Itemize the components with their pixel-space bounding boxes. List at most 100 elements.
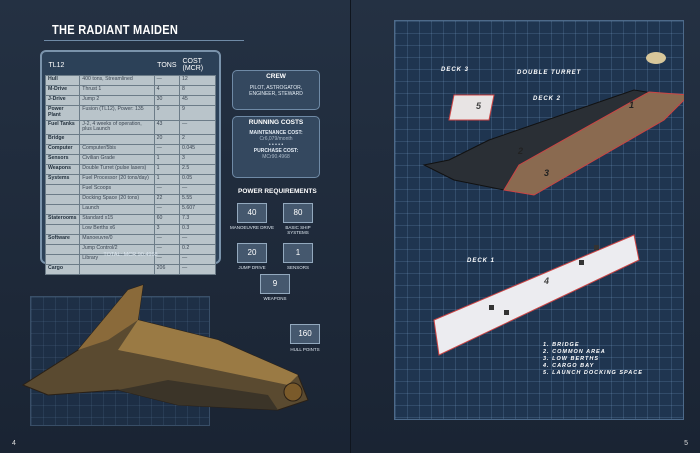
row-cost: 2 <box>179 134 216 146</box>
legend-item: 1. BRIDGE <box>543 342 580 348</box>
row-tons: 1 <box>153 164 181 176</box>
row-cost: 7.3 <box>179 214 216 226</box>
legend-item: 3. LOW BERTHS <box>543 356 599 362</box>
row-cost: 5.607 <box>179 204 216 216</box>
power-label: JUMP DRIVE <box>238 265 266 270</box>
marker-3: 3 <box>544 168 551 178</box>
legend-item: 2. COMMON AREA <box>543 349 606 355</box>
turret-shape <box>646 52 666 64</box>
row-spec: Jump 2 <box>79 95 155 106</box>
row-tons: — <box>153 204 181 216</box>
row-cost: 2.5 <box>179 164 216 176</box>
row-spec: Fuel Scoops <box>79 184 155 196</box>
row-tons: 30 <box>153 95 181 106</box>
row-tons: — <box>153 144 181 156</box>
row-tons: 9 <box>153 105 181 121</box>
power-value: 40 <box>237 203 267 223</box>
legend-item: 5. LAUNCH DOCKING SPACE <box>543 370 643 376</box>
row-cost: 0.045 <box>179 144 216 156</box>
deck1-shape <box>433 234 640 356</box>
row-tons: 43 <box>153 119 181 136</box>
power-label: BASIC SHIP SYSTEMS <box>285 225 311 235</box>
marker-2: 2 <box>518 146 525 156</box>
row-label: Hull <box>44 75 81 86</box>
left-page: THE RADIANT MAIDEN TL12 TONS COST (MCR) … <box>0 0 350 453</box>
row-label: Systems <box>44 174 81 186</box>
row-tons: 60 <box>153 214 181 226</box>
row-label <box>44 194 81 206</box>
row-spec: Launch <box>79 204 155 216</box>
row-spec: Fuel Processor (20 tons/day) <box>79 174 155 186</box>
maintenance-value: Cr6,079/month <box>259 136 293 142</box>
purchase-label: PURCHASE COST: <box>253 148 299 154</box>
row-spec: Computer/5bis <box>79 144 155 156</box>
row-label: Staterooms <box>44 214 81 226</box>
row-cost: — <box>179 119 216 136</box>
deck2-shape <box>503 91 684 196</box>
row-label: Sensors <box>44 154 81 166</box>
crew-text: PILOT, ASTROGATOR, ENGINEER, STEWARD <box>249 85 303 97</box>
power-heading: POWER REQUIREMENTS <box>238 188 317 195</box>
row-label: J-Drive <box>44 95 81 106</box>
row-spec: 400 tons, Streamlined <box>79 75 155 86</box>
marker-1: 1 <box>629 100 636 110</box>
row-tons: 3 <box>153 224 181 236</box>
row-label <box>44 184 81 196</box>
table-row: Jump Control/2—0.2 <box>44 244 216 256</box>
hull-points-label: HULL POINTS <box>290 347 320 352</box>
title-rule <box>44 40 244 41</box>
deck3-shape <box>448 94 495 121</box>
power-label: WEAPONS <box>263 296 287 301</box>
page-title: THE RADIANT MAIDEN <box>52 22 179 37</box>
power-value: 80 <box>283 203 313 223</box>
row-label: Fuel Tanks <box>44 119 81 136</box>
row-cost: 5.55 <box>179 194 216 206</box>
marker-4: 4 <box>544 276 551 286</box>
running-costs-box: RUNNING COSTS MAINTENANCE COST: Cr6,079/… <box>232 116 320 178</box>
row-spec: Thrust 1 <box>79 85 155 96</box>
power-label: SENSORS <box>286 265 309 270</box>
header-tons: TONS <box>154 55 180 76</box>
row-spec: Double Turret (pulse lasers) <box>79 164 155 176</box>
right-page: DECK 3 DECK 2 DECK 1 DOUBLE TURRET 1 2 3… <box>350 0 700 453</box>
row-spec: Docking Space (20 tons) <box>79 194 155 206</box>
hull-points-value: 160 <box>290 324 320 344</box>
row-spec: Fusion (TL12), Power: 135 <box>79 105 155 121</box>
power-value: 1 <box>283 243 313 263</box>
row-spec: Standard x15 <box>79 214 155 226</box>
deck3-label: DECK 3 <box>441 67 470 73</box>
row-tons: 4 <box>153 85 181 96</box>
row-label: Software <box>44 234 81 246</box>
row-label: Power Plant <box>44 105 81 121</box>
ship-illustration <box>21 284 309 411</box>
row-tons: — <box>153 184 181 196</box>
row-label: M-Drive <box>44 85 81 96</box>
row-tons: 20 <box>153 134 181 146</box>
row-label: Bridge <box>44 134 81 146</box>
row-cost: 3 <box>179 154 216 166</box>
maintenance-label: MAINTENANCE COST: <box>249 130 303 136</box>
row-label: Weapons <box>44 164 81 176</box>
purchase-value: MCr90.4968 <box>262 154 290 160</box>
header-cost: COST (MCR) <box>179 55 216 76</box>
total-cost: TOTAL: MCR 90.4968 <box>103 252 158 258</box>
row-label <box>44 204 81 216</box>
row-tons: 1 <box>153 174 181 186</box>
row-cost: 0.3 <box>179 224 216 236</box>
row-spec: Manoeuvre/0 <box>79 234 155 246</box>
power-value: 9 <box>260 274 290 294</box>
power-value: 20 <box>237 243 267 263</box>
row-cost: — <box>179 264 216 276</box>
row-cost: 8 <box>179 85 216 96</box>
